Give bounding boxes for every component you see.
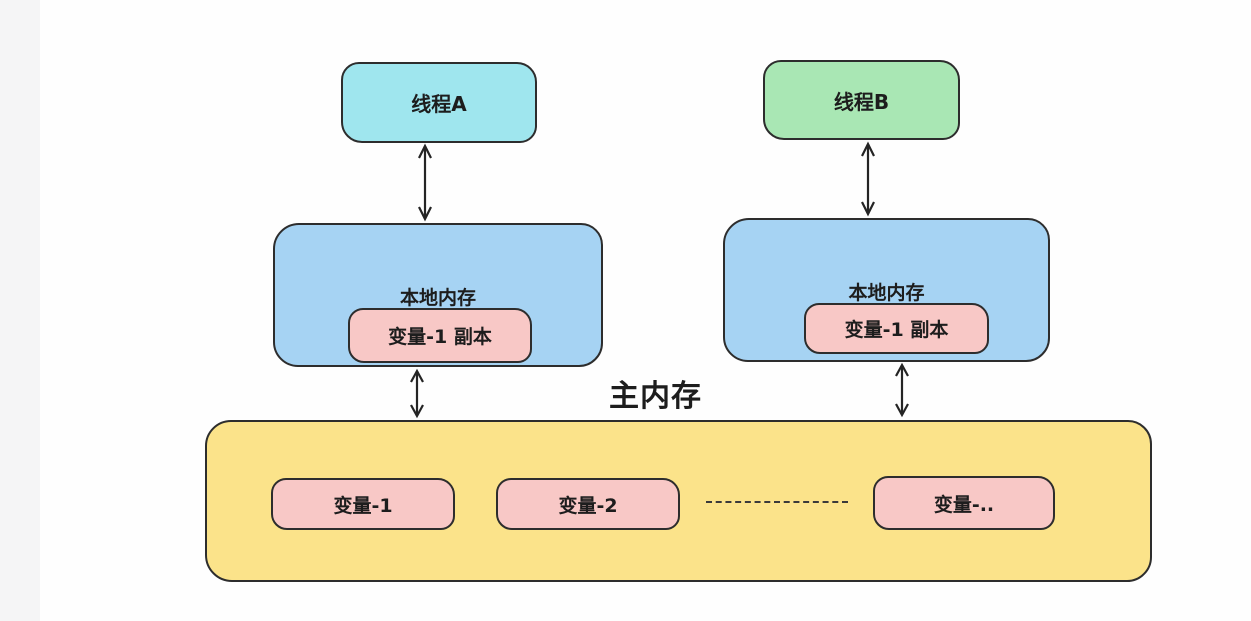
variable-2-label: 变量-2 — [558, 494, 618, 517]
ellipsis-dashed-line — [706, 501, 848, 503]
local-memory-a-label: 本地内存 — [399, 287, 476, 309]
arrow-thread-a-local-a — [414, 143, 436, 222]
thread-a-label: 线程A — [411, 92, 467, 116]
variable-n-label: 变量-.. — [933, 493, 995, 516]
variable-n-node: 变量-.. — [873, 476, 1055, 530]
variable-copy-a-label: 变量-1 副本 — [388, 326, 492, 348]
thread-a-node: 线程A — [341, 62, 537, 143]
local-memory-b-label: 本地内存 — [848, 282, 925, 304]
variable-1-label: 变量-1 — [333, 494, 393, 517]
variable-copy-a-node: 变量-1 副本 — [348, 308, 532, 363]
main-memory-node: 变量-1 变量-2 变量-.. — [205, 420, 1152, 582]
variable-1-node: 变量-1 — [271, 478, 455, 530]
local-memory-a-node: 本地内存 变量-1 副本 — [273, 223, 603, 367]
arrow-local-b-main — [891, 362, 913, 418]
thread-b-node: 线程B — [763, 60, 960, 140]
thread-b-label: 线程B — [833, 89, 890, 114]
variable-2-node: 变量-2 — [496, 478, 680, 530]
local-memory-b-node: 本地内存 变量-1 副本 — [723, 218, 1050, 362]
arrow-local-a-main — [406, 368, 428, 419]
main-memory-title: 主内存 — [609, 379, 702, 414]
arrow-thread-b-local-b — [857, 141, 879, 217]
variable-copy-b-node: 变量-1 副本 — [804, 303, 989, 354]
variable-copy-b-label: 变量-1 副本 — [844, 319, 949, 341]
page-left-gutter — [0, 0, 40, 621]
